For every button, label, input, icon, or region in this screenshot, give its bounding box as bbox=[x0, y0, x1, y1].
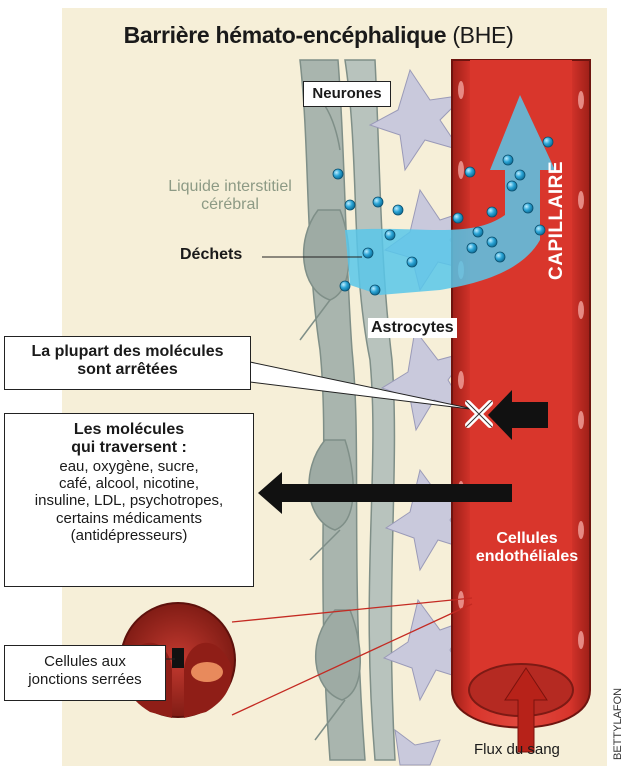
traversent-box: Les molécules qui traversent : eau, oxyg… bbox=[4, 413, 254, 587]
jonctions-box: Cellules aux jonctions serrées bbox=[4, 645, 166, 701]
cellules-endo-line2: endothéliales bbox=[462, 548, 592, 566]
dechets-label: Déchets bbox=[180, 246, 242, 264]
arretees-line2: sont arrêtées bbox=[5, 361, 250, 379]
traversent-title1: Les molécules bbox=[5, 421, 253, 439]
cellules-endo-line1: Cellules bbox=[462, 530, 592, 548]
neurones-label: Neurones bbox=[312, 85, 381, 102]
arretees-box: La plupart des molécules sont arrêtées bbox=[4, 336, 251, 390]
jonctions-line2: jonctions serrées bbox=[5, 671, 165, 689]
traversent-item: eau, oxygène, sucre, bbox=[5, 458, 253, 475]
liquide-line2: cérébral bbox=[150, 196, 310, 214]
flux-label: Flux du sang bbox=[474, 741, 560, 758]
traversent-item: café, alcool, nicotine, bbox=[5, 475, 253, 492]
title-abbr: (BHE) bbox=[452, 22, 513, 48]
neurones-label-box: Neurones bbox=[303, 81, 391, 107]
credit: BETTYLAFON bbox=[612, 700, 632, 760]
jonctions-line1: Cellules aux bbox=[5, 653, 165, 671]
traversent-item: (antidépresseurs) bbox=[5, 527, 253, 544]
traversent-item: certains médicaments bbox=[5, 510, 253, 527]
diagram-title: Barrière hémato-encéphalique (BHE) bbox=[0, 22, 637, 48]
liquide-line1: Liquide interstitiel bbox=[150, 178, 310, 196]
traversent-title2: qui traversent : bbox=[5, 439, 253, 457]
cellules-endo-label: Cellules endothéliales bbox=[462, 530, 592, 567]
capillaire-label: CAPILLAIRE bbox=[546, 161, 568, 280]
liquide-label: Liquide interstitiel cérébral bbox=[150, 178, 310, 215]
credit-text: BETTYLAFON bbox=[612, 688, 624, 760]
title-main: Barrière hémato-encéphalique bbox=[124, 22, 447, 48]
arretees-line1: La plupart des molécules bbox=[5, 343, 250, 361]
astrocytes-label: Astrocytes bbox=[368, 318, 457, 338]
traversent-item: insuline, LDL, psychotropes, bbox=[5, 492, 253, 509]
